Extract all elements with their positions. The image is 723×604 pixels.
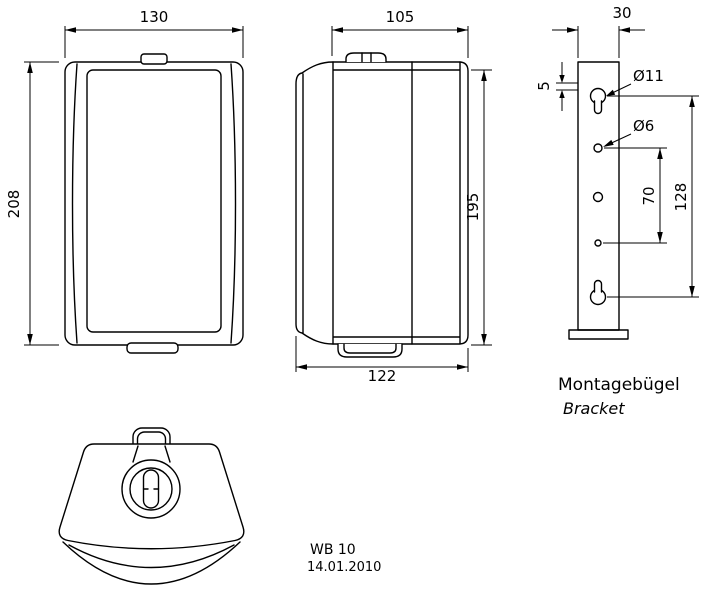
- side-dimension-lines: [295, 26, 492, 372]
- model-label: WB 10: [310, 542, 356, 558]
- side-dimension-arrows: [296, 27, 487, 370]
- bracket-dimensions: 30 5 Ø11 Ø6 70 128 Montagebügel Bracket: [535, 4, 699, 418]
- bottom-clamp-lines: [132, 445, 171, 463]
- front-bottom-tab: [126, 342, 179, 354]
- bottom-view: [58, 427, 245, 585]
- front-view: [64, 53, 244, 354]
- front-outline: [64, 61, 244, 346]
- bracket-view: [568, 61, 629, 340]
- front-dimension-arrows: [27, 27, 244, 345]
- side-dimensions: 105 195 122: [295, 8, 492, 385]
- bracket-title-de: Montagebügel: [558, 375, 680, 395]
- bracket-top-offset-label: 5: [535, 81, 553, 91]
- front-height-label: 208: [5, 190, 23, 219]
- bracket-width-label: 30: [612, 4, 631, 22]
- date-label: 14.01.2010: [307, 560, 381, 575]
- bottom-front-arcs: [62, 541, 241, 585]
- front-dimensions: 130 208: [5, 8, 244, 346]
- front-top-tab: [140, 53, 168, 65]
- bottom-mount-ring-inner: [129, 467, 173, 511]
- side-outline: [295, 61, 469, 345]
- front-grille: [86, 69, 222, 333]
- side-bottom-knuckle: [337, 343, 403, 358]
- side-height-label: 195: [464, 193, 482, 222]
- side-top-knob-notch: [361, 52, 372, 63]
- bracket-hole-3: [594, 239, 602, 247]
- bracket-title-en: Bracket: [563, 399, 625, 418]
- side-depth-label: 105: [386, 8, 415, 26]
- bracket-base: [568, 329, 629, 340]
- bracket-keyhole-bottom-slot: [593, 279, 603, 293]
- side-top-knob: [345, 52, 387, 63]
- bracket-hole-small-label: Ø6: [633, 117, 654, 135]
- bracket-hole-spacing-label: 70: [640, 186, 658, 205]
- bracket-hole-1: [593, 143, 603, 153]
- side-view: [295, 52, 469, 358]
- side-inner-lines: [302, 61, 461, 345]
- front-dimension-lines: [24, 26, 244, 346]
- bracket-hole-2: [592, 191, 604, 203]
- front-side-curves: [71, 63, 237, 344]
- side-overall-depth-label: 122: [368, 367, 397, 385]
- front-width-label: 130: [140, 8, 169, 26]
- side-bottom-knuckle-inner: [343, 343, 397, 354]
- bracket-dimension-arrows: [559, 27, 695, 297]
- bracket-keyhole-top-slot: [593, 100, 603, 115]
- bracket-hole-large-label: Ø11: [633, 67, 664, 85]
- title-block: WB 10 14.01.2010: [307, 542, 381, 575]
- bracket-keyhole-spacing-label: 128: [672, 183, 690, 212]
- bracket-dimension-lines: [552, 26, 699, 298]
